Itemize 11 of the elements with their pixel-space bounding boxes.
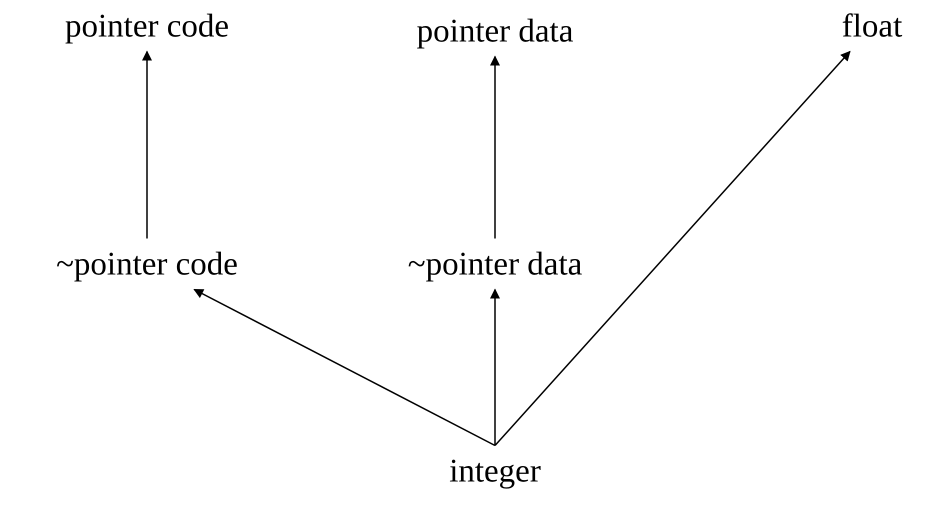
arrow: [490, 288, 500, 446]
node-label: ~pointer code: [56, 246, 238, 282]
arrow: [494, 50, 851, 446]
node-label: ~pointer data: [408, 246, 582, 282]
node-label: integer: [449, 454, 541, 490]
arrow: [490, 56, 500, 238]
node-label: float: [842, 8, 902, 44]
node-label: pointer data: [416, 14, 574, 50]
arrow: [142, 50, 152, 238]
arrow: [193, 288, 496, 446]
node-label: pointer code: [64, 8, 230, 44]
